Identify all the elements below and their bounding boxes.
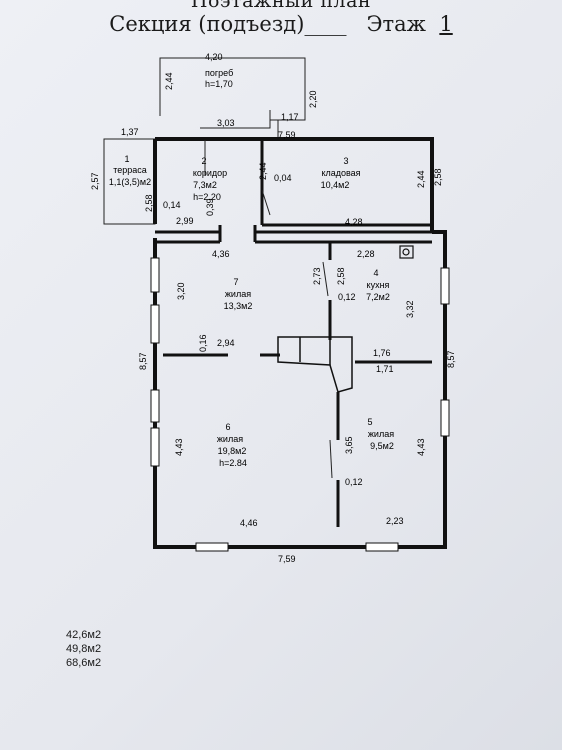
room-7-name: жилая [225, 289, 251, 299]
room-5-area: 9,5м2 [370, 441, 394, 451]
windows [150, 257, 450, 552]
dim-0-12-a: 0,12 [338, 292, 356, 302]
dim-2-58-c: 2,58 [336, 267, 346, 285]
total-area-2: 49,8м2 [66, 643, 102, 655]
cellar-dim-right: 2,20 [308, 90, 318, 108]
dim-1-76: 1,76 [373, 348, 391, 358]
room-6-name: жилая [217, 434, 243, 444]
dim-2-28: 2,28 [357, 249, 375, 259]
dim-2-44-b: 2,44 [416, 170, 426, 188]
cellar-height: h=1,70 [205, 79, 233, 89]
room-labels: 1 терраса 1,1(3,5)м2 2 коридор 7,3м2 h=2… [109, 154, 394, 468]
dim-2-58-b: 2,58 [433, 168, 443, 186]
dim-7-59-bottom: 7,59 [278, 554, 296, 564]
dim-4-46: 4,46 [240, 518, 258, 528]
total-area-1: 42,6м2 [66, 629, 102, 641]
section-label: Секция (подъезд) [109, 12, 305, 36]
dim-2-57: 2,57 [90, 172, 100, 190]
cellar-dim-bottom: 3,03 [217, 118, 235, 128]
dim-2-99: 2,99 [176, 216, 194, 226]
room-7-number: 7 [233, 277, 238, 287]
dim-1-71: 1,71 [376, 364, 394, 374]
cellar-dim-top: 4,20 [205, 52, 223, 62]
floor-number: 1 [439, 12, 453, 36]
dim-4-43-left: 4,43 [174, 438, 184, 456]
room-4-number: 4 [373, 268, 378, 278]
dim-2-23: 2,23 [386, 516, 404, 526]
room-6-height: h=2.84 [219, 458, 247, 468]
dim-7-59-top: 7,59 [278, 130, 296, 140]
dim-4-36: 4,36 [212, 249, 230, 259]
stove-icon [399, 245, 414, 259]
dim-0-16: 0,16 [198, 334, 208, 352]
room-4-area: 7,2м2 [366, 292, 390, 302]
floor-label: Этаж [366, 12, 426, 36]
total-area-3: 68,6м2 [66, 657, 102, 669]
dim-0-39: 0,39 [205, 198, 215, 216]
interior-walls [155, 140, 432, 527]
room-3-area: 10,4м2 [321, 180, 350, 190]
room-1-area: 1,1(3,5)м2 [109, 177, 151, 187]
dim-4-28: 4,28 [345, 217, 363, 227]
cellar-label: погреб [205, 68, 233, 78]
room-3-name: кладовая [321, 168, 360, 178]
cellar-dim-left: 2,44 [164, 72, 174, 90]
stairs [277, 336, 353, 393]
cellar-dim-offset: 1,17 [281, 112, 299, 122]
room-5-number: 5 [367, 417, 372, 427]
room-2-height: h=2.20 [193, 192, 221, 202]
dim-3-32: 3,32 [405, 300, 415, 318]
dim-2-94: 2,94 [217, 338, 235, 348]
dim-8-57-right: 8,57 [446, 350, 456, 368]
room-1-name: терраса [113, 165, 147, 175]
room-4-name: кухня [367, 280, 390, 290]
dim-0-14: 0,14 [163, 200, 181, 210]
room-2-name: коридор [193, 168, 227, 178]
plan-title: Поэтажный план [190, 0, 372, 12]
dim-0-04: 0,04 [274, 173, 292, 183]
room-6-number: 6 [225, 422, 230, 432]
room-1-number: 1 [124, 154, 129, 164]
dim-2-44-a: 2,44 [258, 162, 268, 180]
cellar-outline [159, 57, 306, 138]
dim-3-20: 3,20 [176, 282, 186, 300]
room-7-area: 13,3м2 [224, 301, 253, 311]
room-2-area: 7,3м2 [193, 180, 217, 190]
door-swings [204, 140, 333, 479]
room-6-area: 19,8м2 [218, 446, 247, 456]
dim-1-37: 1,37 [121, 127, 139, 137]
dim-2-58-a: 2,58 [144, 194, 154, 212]
area-totals: 42,6м2 49,8м2 68,6м2 [66, 628, 101, 670]
room-5-name: жилая [368, 429, 394, 439]
section-blank: ____ [304, 12, 347, 36]
room-3-number: 3 [343, 156, 348, 166]
room-2-number: 2 [201, 156, 206, 166]
section-floor-line: Секция (подъезд)____ Этаж 1 [0, 12, 562, 36]
dim-2-73: 2,73 [312, 267, 322, 285]
dim-0-12-b: 0,12 [345, 477, 363, 487]
dim-4-43-right: 4,43 [416, 438, 426, 456]
dim-8-57-left: 8,57 [138, 352, 148, 370]
dim-3-65: 3,65 [344, 436, 354, 454]
